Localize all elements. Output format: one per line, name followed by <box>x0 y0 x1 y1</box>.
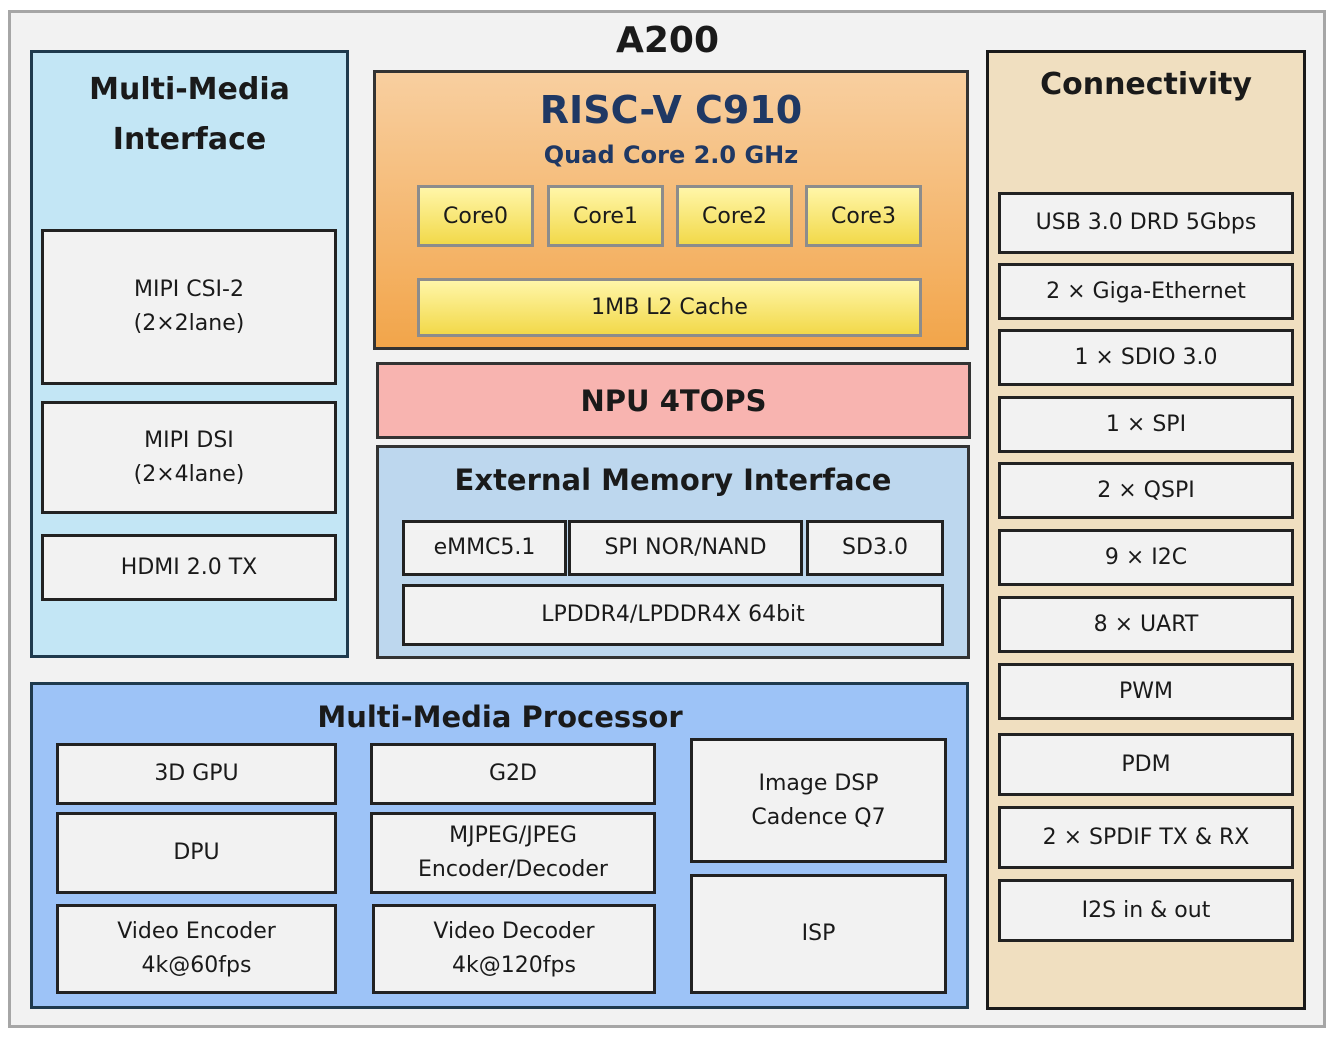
mipi-dsi-block: MIPI DSI (2×4lane) <box>41 401 337 514</box>
jpeg-codec-block: MJPEG/JPEG Encoder/Decoder <box>370 812 656 894</box>
g2d-block: G2D <box>370 743 656 805</box>
sdio-block: 1 × SDIO 3.0 <box>998 329 1294 386</box>
qspi-block: 2 × QSPI <box>998 462 1294 519</box>
spdif-block: 2 × SPDIF TX & RX <box>998 806 1294 869</box>
giga-ethernet-block: 2 × Giga-Ethernet <box>998 263 1294 320</box>
multimedia-processor-title: Multi-Media Processor <box>317 700 683 734</box>
cpu-subtitle: Quad Core 2.0 GHz <box>543 141 799 169</box>
connectivity-title: Connectivity <box>1040 67 1252 102</box>
video-decoder-block: Video Decoder 4k@120fps <box>372 904 656 994</box>
chip-title: A200 <box>615 20 719 61</box>
emmc-block: eMMC5.1 <box>402 520 567 576</box>
image-dsp-block: Image DSP Cadence Q7 <box>690 738 947 863</box>
isp-block: ISP <box>690 874 947 994</box>
memory-title: External Memory Interface <box>454 463 892 497</box>
i2s-block: I2S in & out <box>998 879 1294 942</box>
multimedia-interface-title: Multi-Media Interface <box>89 72 290 157</box>
gpu-block: 3D GPU <box>56 743 337 805</box>
i2c-block: 9 × I2C <box>998 529 1294 586</box>
npu-block: NPU 4TOPS <box>376 362 971 439</box>
pdm-block: PDM <box>998 733 1294 796</box>
video-encoder-block: Video Encoder 4k@60fps <box>56 904 337 994</box>
core1-block: Core1 <box>547 185 664 247</box>
l2-cache-block: 1MB L2 Cache <box>417 278 922 337</box>
spi-nor-nand-block: SPI NOR/NAND <box>568 520 803 576</box>
lpddr4-block: LPDDR4/LPDDR4X 64bit <box>402 584 944 646</box>
core2-block: Core2 <box>676 185 793 247</box>
pwm-block: PWM <box>998 663 1294 720</box>
cpu-title: RISC-V C910 <box>539 88 803 132</box>
uart-block: 8 × UART <box>998 596 1294 653</box>
core3-block: Core3 <box>805 185 922 247</box>
dpu-block: DPU <box>56 812 337 894</box>
sd30-block: SD3.0 <box>806 520 944 576</box>
core0-block: Core0 <box>417 185 534 247</box>
spi-block: 1 × SPI <box>998 396 1294 453</box>
hdmi-tx-block: HDMI 2.0 TX <box>41 534 337 601</box>
usb30-block: USB 3.0 DRD 5Gbps <box>998 192 1294 254</box>
mipi-csi2-block: MIPI CSI-2 (2×2lane) <box>41 229 337 385</box>
